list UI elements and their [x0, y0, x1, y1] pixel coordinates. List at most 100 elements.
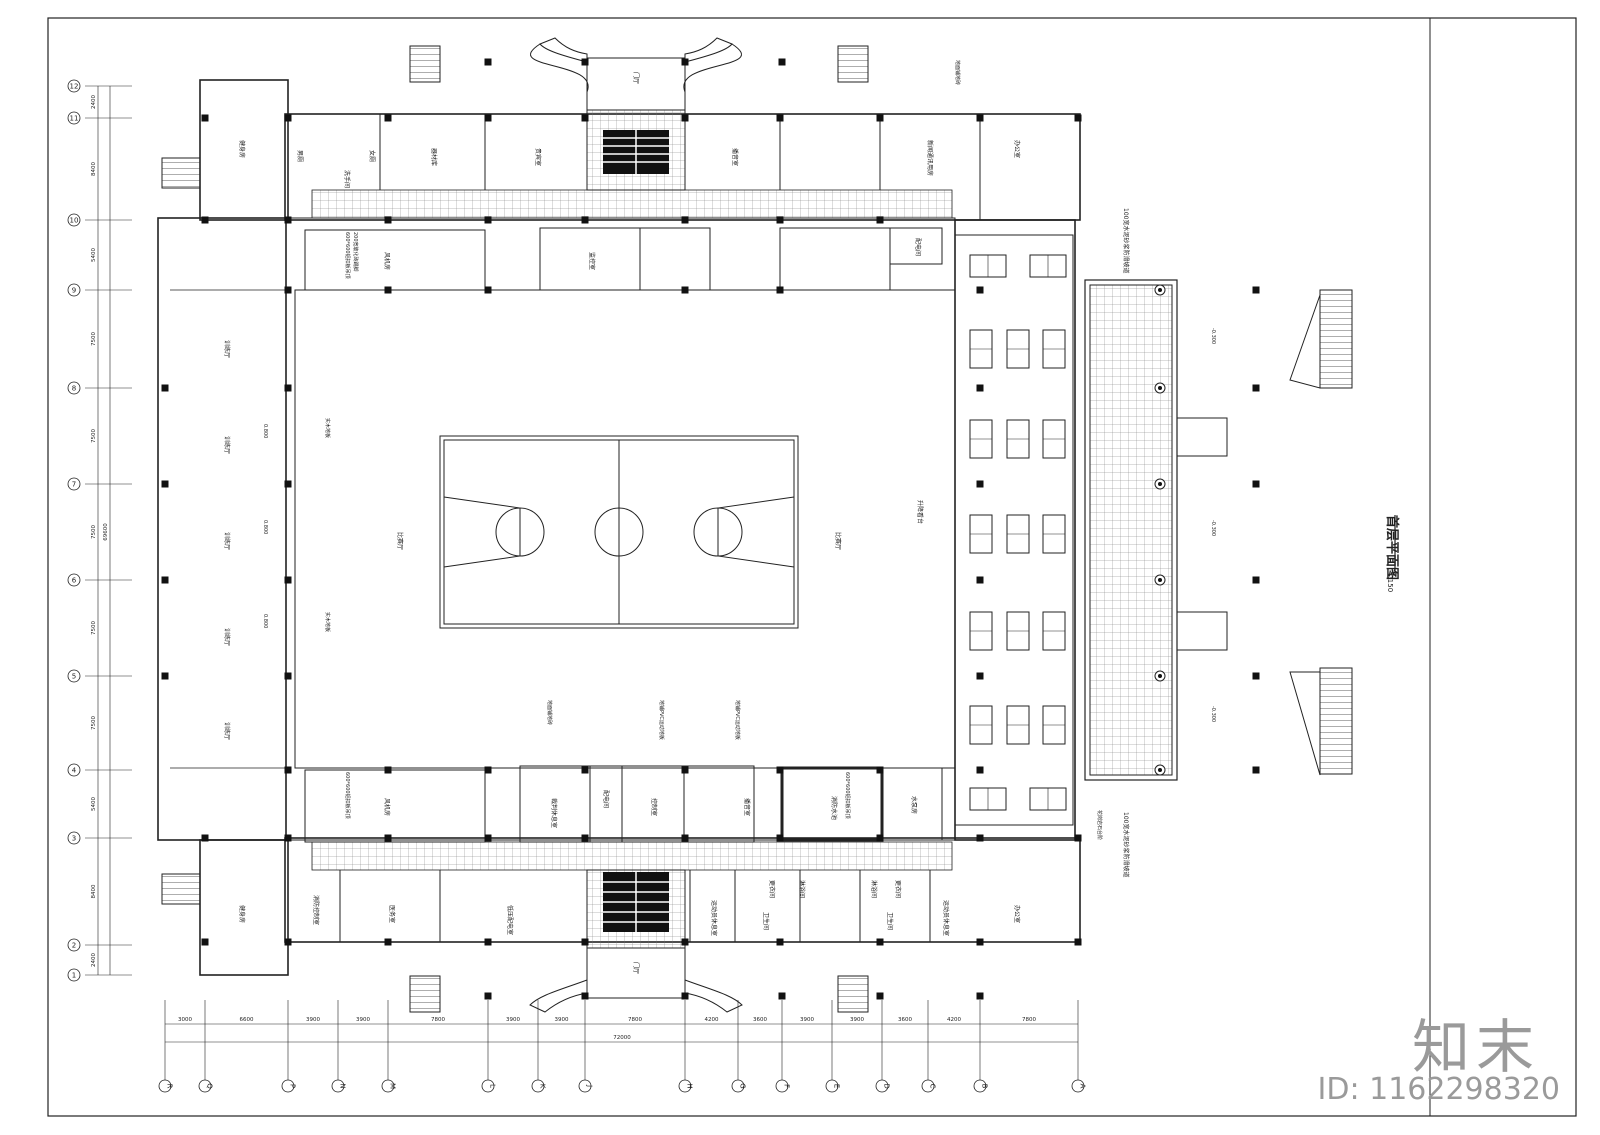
column-marker [201, 114, 209, 122]
col-dim-text: 3600 [753, 1017, 767, 1023]
col-axis-label: C [929, 1084, 937, 1089]
label-water: 水泵房 [910, 796, 918, 814]
label-shower2: 淋浴间 [870, 880, 878, 898]
col-axis-bubble [331, 1079, 345, 1093]
label-court-right: 比赛厅 [834, 532, 842, 550]
col-axis-label: K [539, 1084, 547, 1089]
column-marker [284, 766, 292, 774]
col-axis-label: B [981, 1084, 989, 1089]
drawing-title: 首层平面图 1:150 [1384, 515, 1400, 592]
watermark-id: ID: 1162298320 [1317, 1072, 1560, 1107]
col-axis-bubble [921, 1079, 935, 1093]
bottom-rooms [304, 765, 943, 942]
column-marker [484, 834, 492, 842]
column-marker [876, 766, 884, 774]
label-news: 新闻通讯用房 [926, 140, 934, 176]
corridor-top [311, 189, 953, 219]
col-axis-bubble [381, 1079, 395, 1093]
row-axis-bubble [67, 381, 81, 395]
label-athlete1: 运动员休息室 [710, 900, 718, 936]
col-dim-text: 3900 [555, 1017, 569, 1023]
note-grid-bottom: 600*600铝扣板吊顶 [344, 772, 351, 819]
col-dim-text: 3600 [898, 1017, 912, 1023]
column-marker [384, 286, 392, 294]
plaza-light-center [1158, 578, 1162, 582]
corridor-bottom [311, 841, 953, 871]
column-marker [681, 216, 689, 224]
note-wood-1: 实木地板 [324, 418, 331, 438]
column-marker [681, 286, 689, 294]
label-elec-top: 配电间 [914, 238, 922, 256]
column-marker [484, 766, 492, 774]
column-marker [976, 384, 984, 392]
note-floor-2: 地面铺地砖 [954, 60, 961, 85]
note-ramp-bottom: 100宽水泥砂浆防滑坡道 [1122, 812, 1130, 877]
col-axis-bubble [973, 1079, 987, 1093]
grid-axes: 1211109876543212400840054007500750075007… [67, 79, 1087, 1093]
column-marker [284, 114, 292, 122]
row-axis-bubble [67, 763, 81, 777]
column-marker [161, 480, 169, 488]
column-marker [1074, 114, 1082, 122]
exterior-steps [161, 45, 1353, 1013]
training-partitions [170, 289, 285, 769]
column-marker [776, 834, 784, 842]
col-axis-bubble [731, 1079, 745, 1093]
title-scale: 1:150 [1386, 572, 1394, 592]
column-marker [581, 766, 589, 774]
label-gym-top: 健身房 [238, 140, 246, 158]
label-wc: 男厕 [296, 150, 303, 162]
column-marker [284, 834, 292, 842]
column-marker [581, 992, 589, 1000]
col-axis-label: E [833, 1084, 841, 1088]
col-dim-text: 3000 [178, 1017, 192, 1023]
note-ramp-top: 100宽水泥砂浆防滑坡道 [1122, 208, 1130, 273]
column-marker [284, 938, 292, 946]
row-axis-label: 3 [72, 835, 76, 843]
col-axis-label: N [339, 1083, 347, 1088]
column-marker [384, 114, 392, 122]
column-marker [284, 576, 292, 584]
note-floor-1: 地面铺地砖 [546, 700, 553, 725]
note-stone: 花岗岩石台阶 [1096, 810, 1103, 840]
note-level-1: -0.300 [1210, 328, 1216, 344]
label-training-4: 训练厅 [223, 628, 231, 646]
column-marker [581, 58, 589, 66]
label-wash: 洗手间 [343, 170, 351, 188]
column-marker [201, 216, 209, 224]
label-control: 控制室 [650, 798, 658, 816]
label-court-left: 比赛厅 [396, 532, 404, 550]
column-marker [484, 286, 492, 294]
title-text: 首层平面图 [1384, 515, 1400, 580]
east-plaza [1089, 284, 1228, 776]
column-marker [776, 114, 784, 122]
label-lift: 升降看台 [916, 500, 924, 524]
column-marker [976, 672, 984, 680]
top-rooms [304, 114, 981, 291]
note-level-3: -0.300 [1210, 706, 1216, 722]
column-marker [284, 480, 292, 488]
column-marker [484, 216, 492, 224]
column-marker [976, 576, 984, 584]
row-dim-text: 7500 [91, 525, 97, 539]
column-marker [581, 114, 589, 122]
column-marker [581, 938, 589, 946]
column-marker [384, 938, 392, 946]
col-axis-label: Q [206, 1083, 214, 1089]
label-monitor: 监控室 [588, 252, 596, 270]
row-axis-bubble [67, 938, 81, 952]
column-marker [284, 286, 292, 294]
label-lowvolt: 低压配电室 [506, 905, 514, 935]
row-dim-text: 2400 [91, 95, 97, 109]
row-axis-label: 2 [72, 942, 76, 950]
column-marker [876, 938, 884, 946]
row-dim-text: 8400 [91, 162, 97, 176]
note-pvc-2: 地铺PVC运动地板 [734, 700, 741, 740]
column-marker [384, 216, 392, 224]
watermark-brand: 知末 [1411, 1013, 1540, 1081]
column-marker [284, 384, 292, 392]
row-dim-text: 5400 [91, 248, 97, 262]
col-axis-label: M [389, 1083, 397, 1089]
column-marker [776, 766, 784, 774]
col-axis-bubble [1071, 1079, 1085, 1093]
